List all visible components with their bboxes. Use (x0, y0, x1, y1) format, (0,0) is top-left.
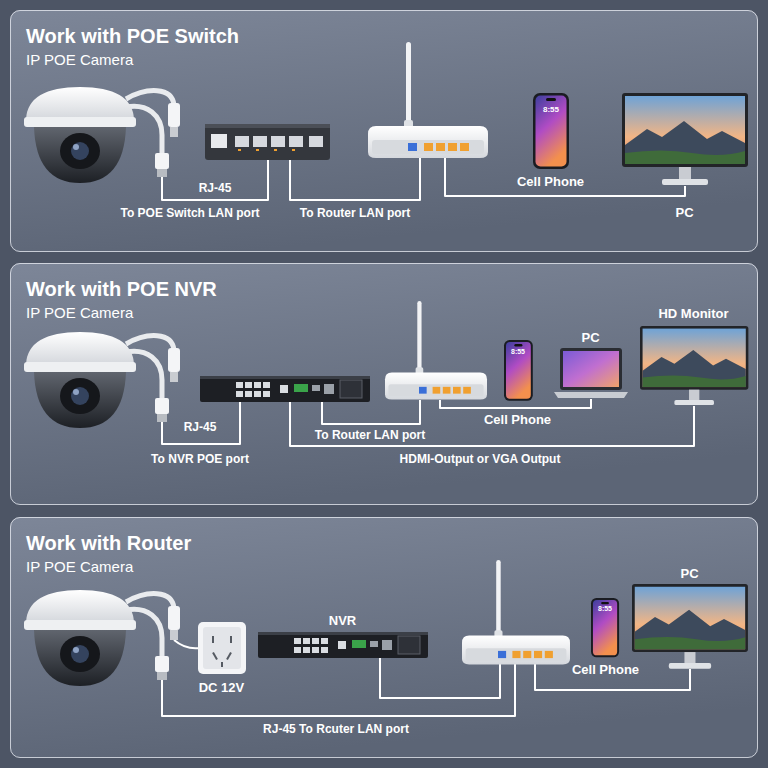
device-name: PC (675, 205, 693, 220)
dome-camera (24, 590, 180, 686)
panel-subtitle: IP POE Camera (26, 50, 757, 69)
wire-label: RJ-45 To Rcuter LAN port (263, 722, 409, 736)
device-label-box: Cell Phone (480, 411, 555, 428)
label-holder: RJ-45 To Rcuter LAN port (263, 722, 409, 736)
device-name: DC 12V (199, 680, 245, 695)
switch-port (271, 136, 285, 147)
device-label-box: DC 12V (195, 679, 249, 696)
wire-label: To Router LAN port (300, 206, 410, 220)
screen-clock: 8:55 (511, 348, 525, 356)
dome-camera (24, 87, 180, 183)
device-label-box: NVR (325, 612, 360, 629)
monitor (622, 93, 748, 185)
port-led (238, 149, 241, 151)
panel-fill (10, 517, 758, 758)
wire-label: To POE Switch LAN port (120, 206, 259, 220)
nvr-box (200, 376, 370, 402)
panel-title: Work with POE Switch (26, 24, 757, 48)
phone (504, 340, 533, 401)
panel-title: Work with Router (26, 531, 757, 555)
panel-subtitle: IP POE Camera (26, 557, 757, 576)
panel-fill (10, 263, 758, 505)
wire (162, 402, 240, 444)
label-holder: 8:55 (598, 605, 612, 613)
power-outlet (198, 622, 246, 674)
label-holder: To NVR POE port (151, 452, 249, 466)
nvr-box (258, 632, 428, 658)
label-holder: 8:55 (511, 348, 525, 356)
panel-fill (10, 10, 758, 252)
wire-label: RJ-45 (199, 181, 232, 195)
wire (162, 160, 268, 200)
outlet-slot (230, 636, 232, 643)
device-name: PC (581, 330, 599, 345)
switch-body (205, 124, 330, 160)
device-name: Cell Phone (572, 662, 639, 677)
panel-subtitle: IP POE Camera (26, 303, 757, 322)
laptop (554, 348, 628, 398)
label-holder: RJ-45 (184, 420, 217, 434)
wire-label: To Router LAN port (315, 428, 425, 442)
switch-sticker (211, 134, 227, 148)
wires (162, 158, 694, 716)
phone (533, 93, 569, 169)
router (368, 42, 488, 158)
outlet-plate (198, 622, 246, 674)
label-holder: To Router LAN port (300, 206, 410, 220)
uplink-port (309, 136, 323, 147)
monitor (640, 326, 748, 405)
device-label-box: Cell Phone (568, 661, 643, 678)
device-label-box: HD Monitor (654, 305, 732, 322)
screen-clock: 8:55 (543, 105, 559, 115)
wire (290, 158, 420, 200)
router (462, 560, 570, 664)
port-led (292, 149, 295, 151)
device-name: HD Monitor (658, 306, 728, 321)
port-led (274, 149, 277, 151)
device-label-box: PC (676, 565, 702, 582)
wire-label: HDMI-Output or VGA Output (400, 452, 561, 466)
outlet-slot (226, 652, 232, 660)
device-label-box: PC (577, 329, 603, 346)
device-name: Cell Phone (484, 412, 551, 427)
wire-label: To NVR POE port (151, 452, 249, 466)
dome-camera (24, 332, 180, 428)
label-holder: To Router LAN port (315, 428, 425, 442)
wire-label: RJ-45 (184, 420, 217, 434)
outlet-slot (212, 652, 218, 660)
port-led (256, 149, 259, 151)
panel-band: Work with Router IP POE Camera DC 12V NVR Ce… (10, 517, 758, 758)
device-label-box: Cell Phone (513, 173, 588, 190)
switch-top (205, 124, 330, 128)
outlet-slot (221, 662, 223, 667)
poe-switch (205, 124, 330, 160)
phone (591, 598, 619, 657)
device-name: PC (680, 566, 698, 581)
device-name: NVR (329, 613, 356, 628)
screen-clock: 8:55 (598, 605, 612, 613)
device-name: Cell Phone (517, 174, 584, 189)
router (385, 301, 487, 400)
label-holder: RJ-45 (199, 181, 232, 195)
panel-title: Work with POE NVR (26, 277, 757, 301)
switch-port (235, 136, 249, 147)
outlet-slot (212, 636, 214, 643)
wire (174, 640, 200, 648)
label-holder: HDMI-Output or VGA Output (400, 452, 561, 466)
label-holder: 8:55 (543, 105, 559, 115)
label-holder: To POE Switch LAN port (120, 206, 259, 220)
panel-band: Work with POE NVR IP POE CameraCell Phone… (10, 263, 758, 505)
switch-port (253, 136, 267, 147)
wire (322, 400, 420, 424)
switch-port (289, 136, 303, 147)
device-label-box: PC (671, 204, 697, 221)
outlet-face (203, 627, 241, 669)
monitor (632, 584, 748, 669)
